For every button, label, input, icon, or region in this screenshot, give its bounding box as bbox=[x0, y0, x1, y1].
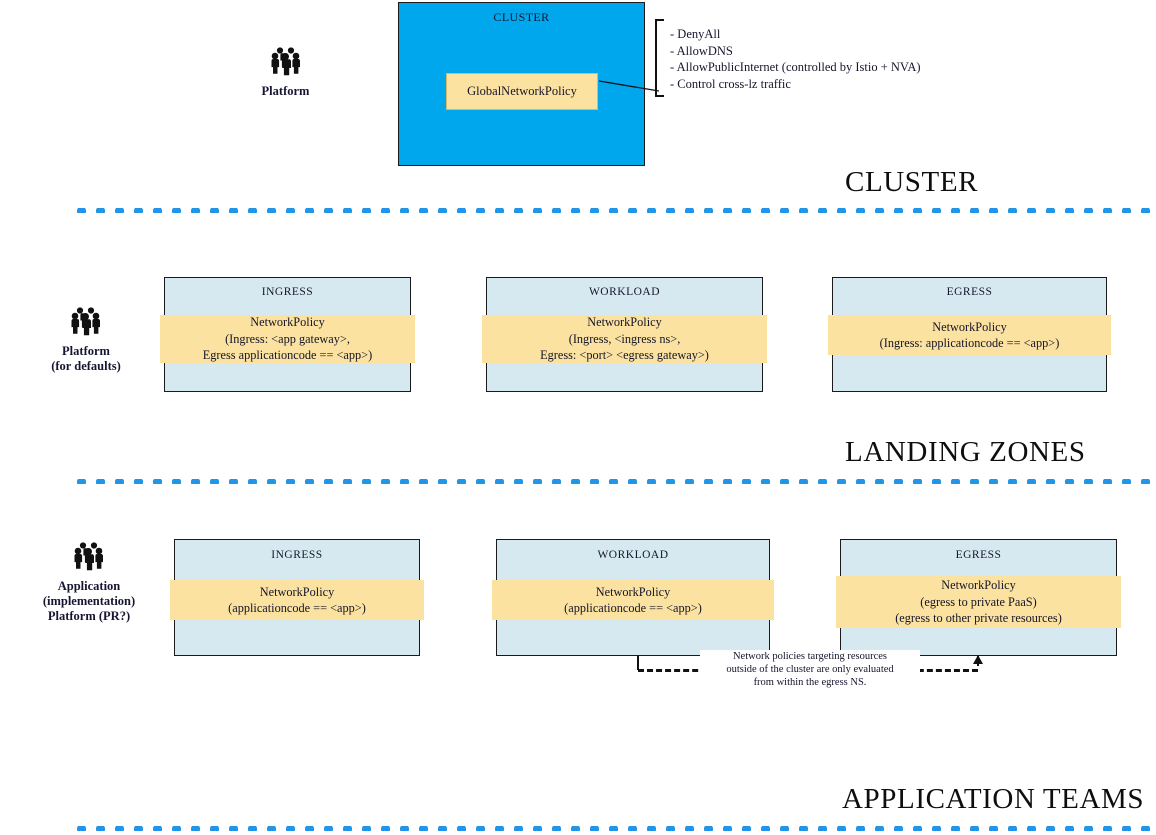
policy-line: (applicationcode == <app>) bbox=[228, 601, 366, 615]
people-group-icon bbox=[24, 540, 154, 576]
cluster-box: CLUSTER GlobalNetworkPolicy bbox=[398, 2, 645, 166]
actor-label-line: Platform bbox=[261, 84, 310, 98]
callout-item: - Control cross-lz traffic bbox=[670, 76, 791, 91]
lz-ingress-title: INGRESS bbox=[261, 286, 314, 298]
annotation-riser-left bbox=[637, 656, 639, 670]
lz-workload-title: WORKLOAD bbox=[588, 286, 661, 298]
actor-label-line: (for defaults) bbox=[51, 359, 121, 373]
annotation-line: outside of the cluster are only evaluate… bbox=[726, 664, 894, 675]
callout-item: - AllowDNS bbox=[670, 43, 733, 58]
policy-line: NetworkPolicy bbox=[587, 315, 662, 330]
section-divider-landing-zones bbox=[72, 479, 1156, 484]
annotation-arrowhead-up bbox=[973, 655, 983, 664]
actor-label-line: Platform (PR?) bbox=[47, 609, 131, 623]
section-title-landing-zones: LANDING ZONES bbox=[845, 436, 1086, 468]
callout-bracket bbox=[655, 19, 664, 97]
app-ingress-title: INGRESS bbox=[271, 549, 323, 561]
callout-item: - DenyAll bbox=[670, 27, 721, 41]
actor-application-team: Application (implementation) Platform (P… bbox=[24, 540, 154, 624]
app-egress-title: EGRESS bbox=[955, 549, 1002, 561]
callout-leader-line bbox=[598, 76, 660, 94]
actor-label-line: (implementation) bbox=[42, 594, 136, 608]
section-divider-application-teams bbox=[72, 826, 1156, 831]
policy-line: (egress to private PaaS) bbox=[920, 594, 1037, 609]
policy-line: (applicationcode == <app>) bbox=[564, 601, 702, 615]
actor-platform: Platform bbox=[233, 45, 338, 99]
lz-ingress-networkpolicy-band: NetworkPolicy (Ingress: <app gateway>, E… bbox=[160, 315, 415, 363]
annotation-text: Network policies targeting resources out… bbox=[700, 650, 920, 689]
actor-platform-defaults: Platform (for defaults) bbox=[30, 305, 142, 374]
policy-line: (Ingress: <app gateway>, bbox=[225, 331, 350, 346]
lz-egress-title: EGRESS bbox=[946, 286, 993, 298]
section-divider-cluster bbox=[72, 208, 1156, 213]
actor-label-line: Application bbox=[57, 579, 121, 593]
people-group-icon bbox=[233, 45, 338, 81]
annotation-line: from within the egress NS. bbox=[753, 677, 867, 688]
policy-line: (Ingress, <ingress ns>, bbox=[568, 331, 681, 346]
cluster-policy-callout-list: - DenyAll - AllowDNS - AllowPublicIntern… bbox=[670, 26, 921, 92]
actor-label-line: Platform bbox=[62, 344, 110, 358]
callout-item: - AllowPublicInternet (controlled by Ist… bbox=[670, 60, 921, 75]
lz-workload-networkpolicy-band: NetworkPolicy (Ingress, <ingress ns>, Eg… bbox=[482, 315, 767, 363]
policy-line: Egress: <port> <egress gateway>) bbox=[540, 348, 709, 363]
policy-line: NetworkPolicy bbox=[941, 578, 1016, 593]
global-network-policy-label: GlobalNetworkPolicy bbox=[467, 84, 577, 98]
policy-line: NetworkPolicy bbox=[595, 584, 671, 599]
app-ingress-networkpolicy-band: NetworkPolicy (applicationcode == <app>) bbox=[170, 580, 424, 620]
app-workload-title: WORKLOAD bbox=[597, 549, 669, 561]
people-group-icon bbox=[30, 305, 142, 341]
lz-egress-networkpolicy-band: NetworkPolicy (Ingress: applicationcode … bbox=[828, 315, 1111, 355]
section-title-application-teams: APPLICATION TEAMS bbox=[842, 783, 1145, 815]
policy-line: (Ingress: applicationcode == <app>) bbox=[879, 336, 1060, 350]
annotation-line: Network policies targeting resources bbox=[732, 651, 888, 662]
policy-line: NetworkPolicy bbox=[259, 584, 335, 599]
policy-line: NetworkPolicy bbox=[932, 319, 1007, 334]
policy-line: Egress applicationcode == <app>) bbox=[202, 348, 373, 363]
policy-line: (egress to other private resources) bbox=[895, 611, 1062, 626]
global-network-policy-box: GlobalNetworkPolicy bbox=[446, 73, 598, 110]
cluster-title: CLUSTER bbox=[493, 10, 550, 24]
app-egress-networkpolicy-band: NetworkPolicy (egress to private PaaS) (… bbox=[836, 576, 1121, 628]
section-title-cluster: CLUSTER bbox=[845, 166, 979, 198]
app-workload-networkpolicy-band: NetworkPolicy (applicationcode == <app>) bbox=[492, 580, 774, 620]
policy-line: NetworkPolicy bbox=[250, 315, 325, 330]
